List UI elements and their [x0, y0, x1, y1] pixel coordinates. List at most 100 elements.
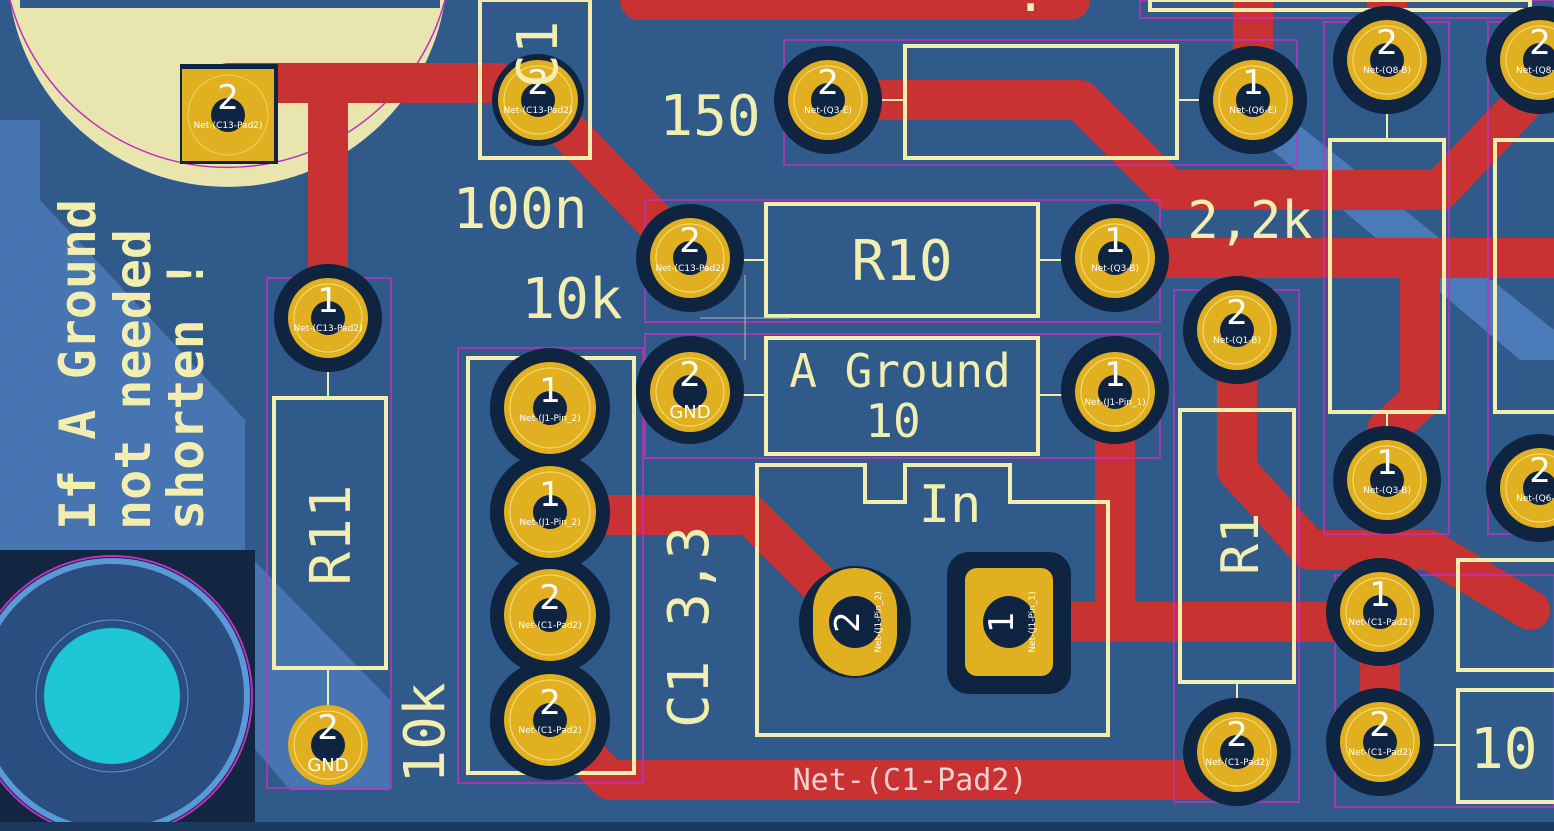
mount-hole-inner-ring — [35, 619, 189, 773]
pad-number: 2 — [1226, 293, 1248, 333]
ground-note-line2: not needed — [104, 229, 162, 530]
pad-number: 1 — [1369, 575, 1391, 615]
pad-number: 2 — [1529, 23, 1551, 63]
resistor-150-value: 150 — [659, 84, 760, 149]
c1-value: 3,3 — [657, 526, 722, 627]
pad-number: 2 — [217, 78, 239, 118]
silk-texts: R10 10k A Ground 10 100n 150 2,2k In 10 … — [49, 0, 1537, 784]
crosshair-cursor — [700, 275, 790, 360]
pad-number: 2 — [539, 683, 561, 723]
r11-reference: R11 — [299, 484, 364, 585]
pad-net-name: Net-(C1-Pad2) — [518, 726, 581, 736]
pad-net-name: Net-(C1-Pad2) — [1348, 618, 1411, 628]
pad-number: 1 — [1104, 221, 1126, 261]
pad-net-name: Net-(J1-Pin_2) — [874, 591, 884, 652]
cap-top-reference: C1 — [506, 21, 571, 88]
pad-number: 2 — [679, 221, 701, 261]
pad-number: 1 — [982, 611, 1022, 633]
pad-net-name: Net-(Q3-E) — [804, 106, 852, 116]
pad-number: 2 — [1369, 705, 1391, 745]
pad-net-name: Net-(Q6-E) — [1229, 106, 1277, 116]
c1-reference-value: C1 3,3 — [657, 526, 722, 728]
pad-net-name: Net-(C13-Pad2) — [655, 264, 724, 274]
pad-number: 2 — [1529, 451, 1551, 491]
pad-number: 1 — [539, 475, 561, 515]
pad-number: 2 — [1376, 23, 1398, 63]
pads: 2Net-(C13-Pad2)2Net-(C13-Pad2)1Net-(C13-… — [182, 20, 1554, 792]
pad-number: 1 — [317, 281, 339, 321]
pad-number: 2 — [828, 611, 868, 633]
ground-note-line1: If A Ground — [49, 199, 107, 530]
r10-value: 10k — [521, 267, 622, 332]
partial-top-text: · — [1015, 0, 1046, 38]
pad-net-name: Net-(C13-Pad2) — [503, 106, 572, 116]
pad-number: 1 — [1376, 443, 1398, 483]
mount-hole[interactable] — [44, 628, 180, 764]
pad-net-name: Net-(J1-Pin_2) — [519, 414, 580, 424]
pad-number: 1 — [539, 371, 561, 411]
pad-number: 2 — [539, 578, 561, 618]
net-label-c1-pad2: Net-(C1-Pad2) — [793, 763, 1028, 798]
pad-net-name: Net-(Q8-B) — [1516, 66, 1554, 76]
pad-j1-pin2[interactable]: 2 Net-(J1-Pin_2) — [813, 568, 897, 676]
ground-zone-light — [0, 120, 390, 790]
pad-number: 2 — [317, 708, 339, 748]
connector-in-label: In — [919, 475, 982, 535]
pad-number: 1 — [1104, 355, 1126, 395]
pad-net-name: Net-(J1-Pin_1) — [1028, 591, 1038, 652]
pad-number: 2 — [527, 63, 549, 103]
ground-note-line3: shorten ! — [157, 259, 215, 530]
pad-net-name: Net-(Q1-B) — [1213, 336, 1261, 346]
pad-net-name: Net-(C13-Pad2) — [293, 324, 362, 334]
pad-net-name: Net-(Q6-B) — [1516, 494, 1554, 504]
cap-top-value: 100n — [453, 177, 588, 242]
mount-hole-courtyard — [0, 555, 253, 831]
capacitor-top-strip — [20, 0, 440, 8]
pad-number: 1 — [1242, 63, 1264, 103]
pad-net-name: Net-(C1-Pad2) — [1205, 758, 1268, 768]
pad-net-name: Net-(C1-Pad2) — [518, 621, 581, 631]
resistor-10-value: 10 — [1470, 717, 1537, 782]
pad-number: 2 — [679, 355, 701, 395]
resistor-2-2k-value: 2,2k — [1187, 191, 1312, 251]
pad-net-name: Net-(Q8-B) — [1363, 66, 1411, 76]
pad-j1-pin1[interactable]: 1 Net-(J1-Pin_1) — [965, 568, 1053, 676]
pad-net-name: GND — [307, 755, 348, 776]
pad-number: 2 — [817, 63, 839, 103]
pad-net-name: Net-(Q3-B) — [1091, 264, 1139, 274]
r1-reference: R1 — [1211, 512, 1271, 575]
pad-net-name: Net-(J1-Pin_2) — [519, 518, 580, 528]
pad-net-name: Net-(J1-Pin_1) — [1084, 398, 1145, 408]
a-ground-label: A Ground — [789, 344, 1011, 398]
c1-reference: C1 — [657, 661, 722, 728]
r10-reference: R10 — [851, 229, 952, 294]
board-edge — [0, 822, 1554, 831]
pad-net-name: Net-(Q3-B) — [1363, 486, 1411, 496]
pad-net-name: Net-(C1-Pad2) — [1348, 748, 1411, 758]
a-ground-value: 10 — [865, 394, 920, 448]
r11-value: 10k — [393, 682, 458, 783]
